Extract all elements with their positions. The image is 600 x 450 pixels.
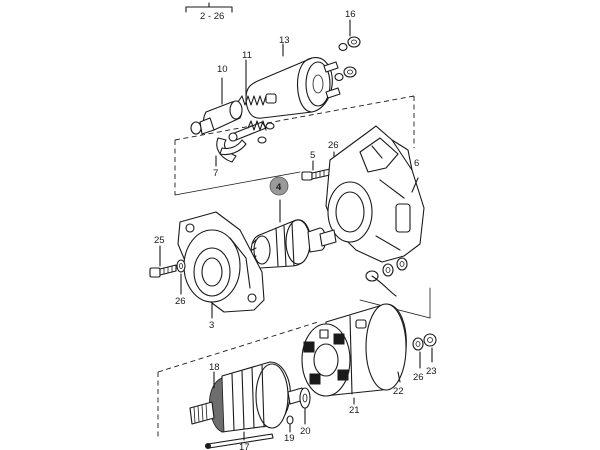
bracket-nut-washer-set[interactable] <box>365 257 408 297</box>
callout-3: 3 <box>209 320 214 331</box>
callout-16: 16 <box>345 9 356 20</box>
callout-23: 23 <box>426 366 437 377</box>
part-25-bolt[interactable] <box>149 245 177 278</box>
callout-26-upper: 26 <box>328 140 339 151</box>
callout-21: 21 <box>349 405 360 416</box>
callout-13: 13 <box>279 35 290 46</box>
callout-5: 5 <box>310 150 315 161</box>
part-5-bolt[interactable] <box>301 160 331 181</box>
plunger-pin-assembly[interactable] <box>228 120 275 144</box>
callout-labels: 16 13 11 10 7 5 26 6 25 26 3 18 17 19 20… <box>154 9 437 450</box>
callout-6: 6 <box>414 158 419 169</box>
part-18-armature[interactable] <box>189 361 305 433</box>
part-26-23-nut-washer[interactable] <box>412 333 437 369</box>
callout-22: 22 <box>393 386 404 397</box>
callout-17: 17 <box>239 442 250 450</box>
part-17-through-bolt[interactable] <box>205 431 274 449</box>
part-26-washer-left[interactable] <box>176 259 186 295</box>
part-19-shim[interactable] <box>286 415 294 433</box>
part-4-pinion-drive[interactable] <box>250 199 337 269</box>
callout-11: 11 <box>242 50 252 61</box>
part-6-drive-end-bracket[interactable] <box>325 125 425 263</box>
reference-label: 2 - 26 <box>200 11 224 22</box>
part-21-brush-holder[interactable] <box>301 323 355 405</box>
part-20-washer[interactable] <box>299 387 311 425</box>
part-3-flange-plate[interactable] <box>177 211 265 319</box>
part-16-terminal-nuts[interactable] <box>334 19 361 82</box>
part-11-spring[interactable] <box>237 59 267 106</box>
reference-bracket: 2 - 26 <box>185 2 233 22</box>
callout-26-lower: 26 <box>413 372 424 383</box>
callout-7: 7 <box>213 168 218 179</box>
callout-20: 20 <box>300 426 311 437</box>
highlight-marker-part-4[interactable]: 4 <box>269 176 289 196</box>
part-10-plunger[interactable] <box>190 77 243 135</box>
part-13-solenoid[interactable] <box>245 43 341 119</box>
part-7-engaging-lever[interactable] <box>215 137 247 167</box>
callout-4: 4 <box>276 182 282 193</box>
callout-18: 18 <box>209 362 220 373</box>
callout-10: 10 <box>217 64 228 75</box>
callout-25: 25 <box>154 235 165 246</box>
callout-19: 19 <box>284 433 295 444</box>
callout-26-left: 26 <box>175 296 186 307</box>
